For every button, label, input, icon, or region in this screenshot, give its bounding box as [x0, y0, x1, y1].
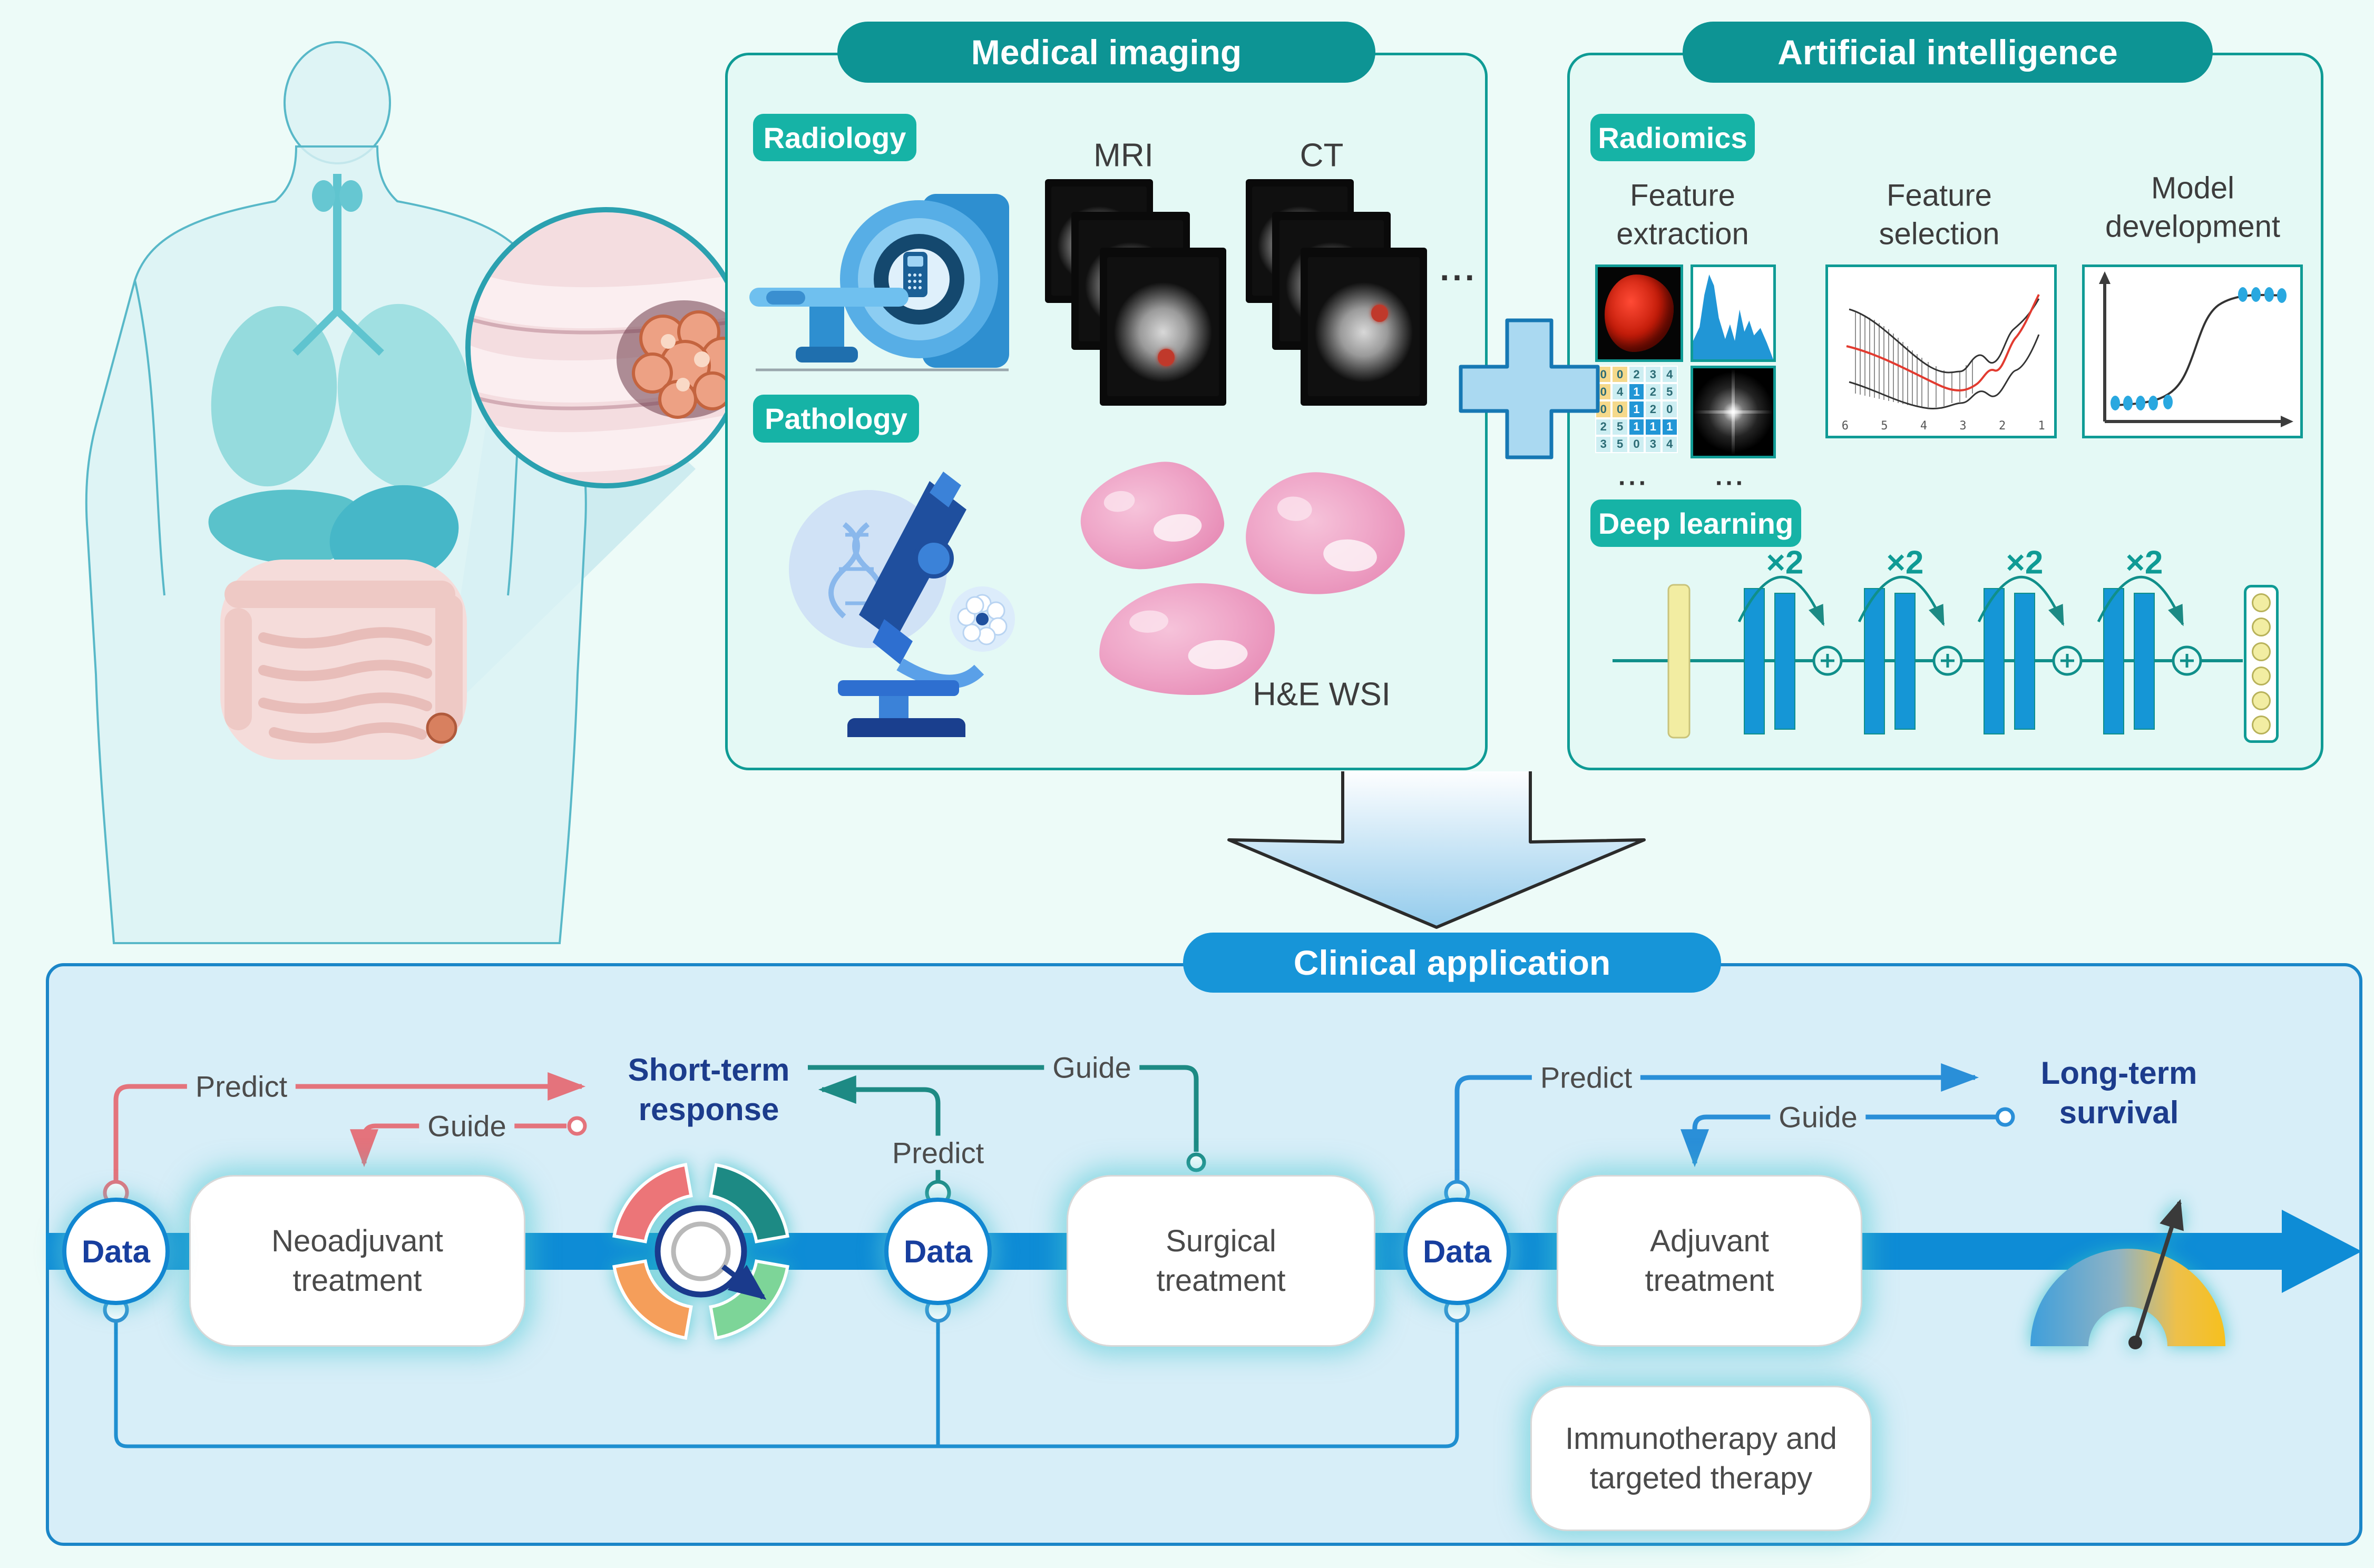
matrix-cell: 0	[1611, 400, 1628, 418]
matrix-cell: 1	[1628, 400, 1645, 418]
block-multiplier: ×2	[2006, 544, 2044, 581]
matrix-cell: 4	[1661, 366, 1678, 384]
liver	[208, 489, 363, 565]
imaging-ellipsis: ...	[1440, 250, 1478, 288]
matrix-cell: 2	[1628, 366, 1645, 384]
histogram-thumb	[1691, 264, 1776, 362]
x-tick: 5	[1881, 419, 1888, 433]
radiology-label: Radiology	[753, 114, 916, 161]
microscope-icon	[789, 472, 1015, 737]
matrix-cell: 0	[1595, 400, 1612, 418]
x-tick: 1	[2038, 419, 2045, 433]
x-tick: 3	[1959, 419, 1967, 433]
output-node	[2252, 593, 2271, 612]
matrix-cell: 5	[1661, 383, 1678, 401]
matrix-cell: 3	[1645, 366, 1662, 384]
feature-extraction-label: Feature extraction	[1616, 178, 1749, 251]
output-node	[2252, 691, 2271, 710]
matrix-cell: 4	[1611, 383, 1628, 401]
block-multiplier: ×2	[2125, 544, 2163, 581]
mri-label: MRI	[1093, 137, 1154, 174]
matrix-cell: 1	[1661, 418, 1678, 436]
block-multiplier: ×2	[1766, 544, 1804, 581]
wsi-label: H&E WSI	[1253, 676, 1391, 713]
deep-learning-label: Deep learning	[1590, 499, 1801, 547]
fourier-transform-thumb	[1691, 366, 1776, 458]
selection-x-ticks: 6 5 4 3 2 1	[1842, 419, 2045, 433]
data-node-2: Data	[884, 1198, 992, 1305]
immunotherapy-targeted-therapy-box: Immunotherapy and targeted therapy	[1530, 1386, 1872, 1531]
lung-right	[337, 303, 472, 489]
matrix-cell: 1	[1628, 383, 1645, 401]
feature-selection-plot: 6 5 4 3 2 1	[1825, 264, 2057, 438]
matrix-cell: 2	[1595, 418, 1612, 436]
artificial-intelligence-header: Artificial intelligence	[1683, 22, 2213, 83]
guide-label-teal: Guide	[1044, 1050, 1140, 1085]
clinical-application-title: Clinical application	[1293, 943, 1611, 982]
artificial-intelligence-title: Artificial intelligence	[1777, 33, 2118, 72]
matrix-cell: 0	[1595, 383, 1612, 401]
matrix-cell: 0	[1611, 366, 1628, 384]
predict-label-teal: Predict	[883, 1135, 993, 1170]
colon-tumor	[426, 712, 457, 744]
ct-slice	[1301, 248, 1427, 406]
pathology-label: Pathology	[753, 395, 919, 443]
guide-label-blue: Guide	[1770, 1100, 1866, 1134]
long-term-survival-label: Long-term survival	[2040, 1055, 2197, 1130]
predict-label-blue: Predict	[1531, 1060, 1641, 1095]
lung-left	[211, 306, 337, 487]
mri-scanner-icon	[749, 194, 1009, 371]
short-term-response-label: Short-term response	[628, 1052, 790, 1127]
microscope-arm	[859, 481, 966, 641]
matrix-cell: 5	[1611, 435, 1628, 453]
radiomics-label: Radiomics	[1590, 114, 1755, 161]
clinical-application-header: Clinical application	[1183, 933, 1721, 993]
stage-adjuvant-treatment: Adjuvant treatment	[1557, 1175, 1862, 1347]
model-development-plot	[2082, 264, 2303, 438]
output-node	[2252, 642, 2271, 661]
mri-image-stack	[1045, 179, 1227, 407]
output-node	[2252, 618, 2271, 637]
data-node-3: Data	[1403, 1198, 1511, 1305]
matrix-cell: 0	[1661, 400, 1678, 418]
x-tick: 4	[1920, 419, 1928, 433]
matrix-cell: 2	[1645, 400, 1662, 418]
output-node	[2252, 667, 2271, 686]
radiomics-ellipsis: ...	[1715, 463, 1746, 491]
model-development-label: Model development	[2105, 171, 2281, 244]
down-arrow	[1227, 771, 1646, 929]
matrix-cell: 3	[1645, 435, 1662, 453]
x-tick: 6	[1841, 419, 1849, 433]
predict-label-red: Predict	[187, 1069, 296, 1104]
matrix-cell: 3	[1595, 435, 1612, 453]
tumor-magnifier-icon	[465, 207, 747, 488]
matrix-cell: 2	[1645, 383, 1662, 401]
ct-image-stack	[1246, 179, 1428, 407]
tumor-3d-mesh-thumb	[1595, 264, 1683, 362]
ct-label: CT	[1300, 137, 1344, 174]
matrix-cell: 1	[1645, 418, 1662, 436]
radiomics-ellipsis: ...	[1618, 463, 1649, 491]
body-illustration	[85, 41, 747, 944]
output-node	[2252, 716, 2271, 735]
output-layer	[2244, 585, 2279, 743]
medical-imaging-header: Medical imaging	[837, 22, 1375, 83]
guide-label-red: Guide	[419, 1109, 515, 1143]
matrix-cell: 0	[1595, 366, 1612, 384]
matrix-cell: 0	[1628, 435, 1645, 453]
data-node-1: Data	[62, 1198, 170, 1305]
organs	[208, 174, 472, 760]
mri-slice	[1100, 248, 1226, 406]
matrix-cell: 1	[1628, 418, 1645, 436]
feature-selection-label: Feature selection	[1879, 178, 2000, 251]
medical-imaging-title: Medical imaging	[971, 33, 1242, 72]
matrix-cell: 5	[1611, 418, 1628, 436]
matrix-cell: 4	[1661, 435, 1678, 453]
x-tick: 2	[1998, 419, 2006, 433]
stage-surgical-treatment: Surgical treatment	[1067, 1175, 1375, 1347]
stage-neoadjuvant-treatment: Neoadjuvant treatment	[189, 1175, 525, 1347]
block-multiplier: ×2	[1886, 544, 1924, 581]
